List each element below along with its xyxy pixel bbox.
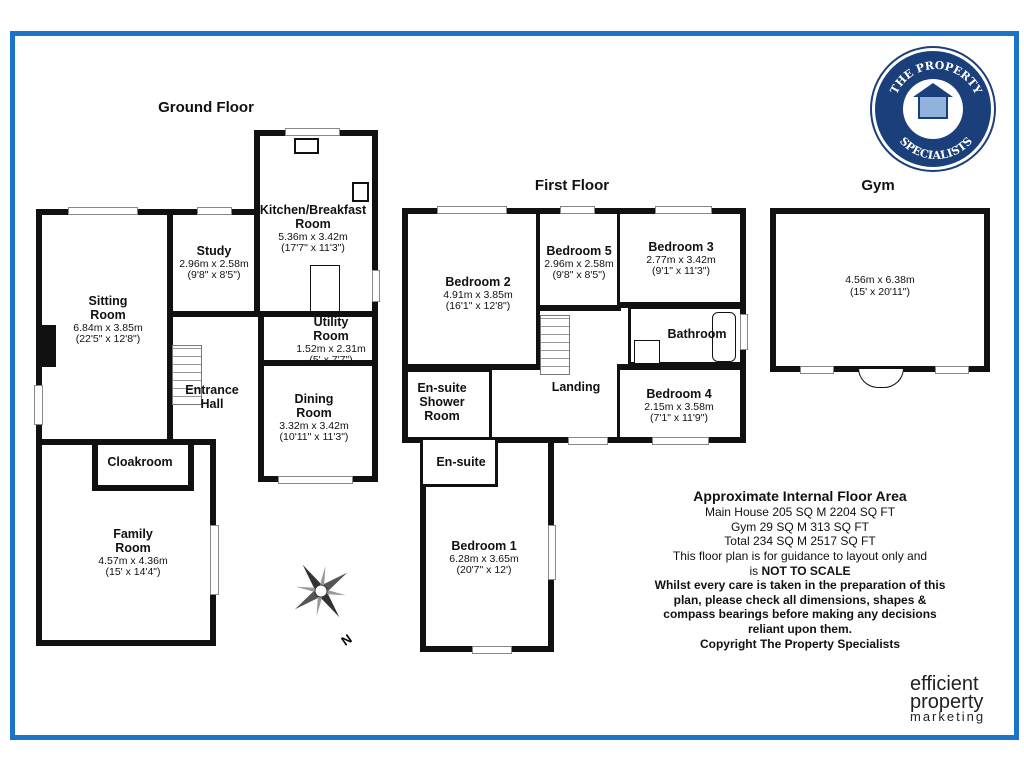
fireplace <box>40 325 56 367</box>
efficient-property-marketing-logo: efficient property marketing <box>910 673 986 724</box>
ground-floor-heading: Ground Floor <box>158 99 254 116</box>
property-specialists-logo: THE PROPERTY SPECIALISTS <box>872 48 994 170</box>
label-landing: Landing <box>551 380 601 394</box>
kitchen-island <box>310 265 340 313</box>
page-frame <box>10 31 1019 740</box>
not-to-scale: NOT TO SCALE <box>761 563 851 578</box>
label-gym: 4.56m x 6.38m(15' x 20'11") <box>845 274 915 298</box>
logo-line-2: property <box>910 691 984 713</box>
bedroom-4 <box>617 364 746 443</box>
window <box>472 646 512 654</box>
first-floor-heading: First Floor <box>534 177 610 194</box>
en-suite <box>420 437 498 487</box>
bath-icon <box>712 312 736 362</box>
dining-room <box>258 360 378 482</box>
window <box>655 206 712 214</box>
gym-heading: Gym <box>861 177 895 194</box>
floor-area-info: Approximate Internal Floor Area Main Hou… <box>650 488 950 651</box>
window <box>560 206 595 214</box>
shower-tray-icon <box>634 340 660 364</box>
window <box>278 476 353 484</box>
window <box>740 314 748 350</box>
label-cloakroom: Cloakroom <box>107 455 173 469</box>
copyright-text: Copyright The Property Specialists <box>699 636 901 651</box>
window <box>568 437 608 445</box>
total-area: Total 234 SQ M 2517 SQ FT <box>724 534 876 549</box>
window <box>437 206 507 214</box>
window <box>197 207 232 215</box>
compass-north-label: N <box>338 631 354 649</box>
gym <box>770 208 990 372</box>
guidance-text: This floor plan is for guidance to layou… <box>672 548 928 563</box>
window <box>285 128 340 136</box>
window <box>34 385 43 425</box>
staircase <box>172 345 202 405</box>
hob-icon <box>352 182 369 202</box>
logo-line-1: efficient <box>910 673 979 695</box>
window <box>68 207 138 215</box>
window <box>652 437 709 445</box>
window <box>210 525 219 595</box>
logo-line-3: marketing <box>910 709 986 724</box>
house-emblem-icon <box>903 79 963 139</box>
window <box>800 366 834 374</box>
gym-area: Gym 29 SQ M 313 SQ FT <box>730 519 870 534</box>
window <box>935 366 969 374</box>
cloakroom <box>92 439 194 491</box>
label-bathroom: Bathroom <box>667 327 727 341</box>
label-en-suite: En-suite <box>436 455 486 469</box>
staircase <box>540 315 570 375</box>
sink-icon <box>294 138 319 154</box>
compass-rose-icon: N <box>294 564 355 649</box>
info-heading: Approximate Internal Floor Area <box>693 488 907 504</box>
window <box>548 525 556 580</box>
not-to-scale-line: is NOT TO SCALE <box>650 564 950 579</box>
window <box>372 270 380 302</box>
main-house-area: Main House 205 SQ M 2204 SQ FT <box>704 505 896 520</box>
disclaimer-text: Whilst every care is taken in the prepar… <box>654 578 946 637</box>
is-text: is <box>749 563 762 578</box>
